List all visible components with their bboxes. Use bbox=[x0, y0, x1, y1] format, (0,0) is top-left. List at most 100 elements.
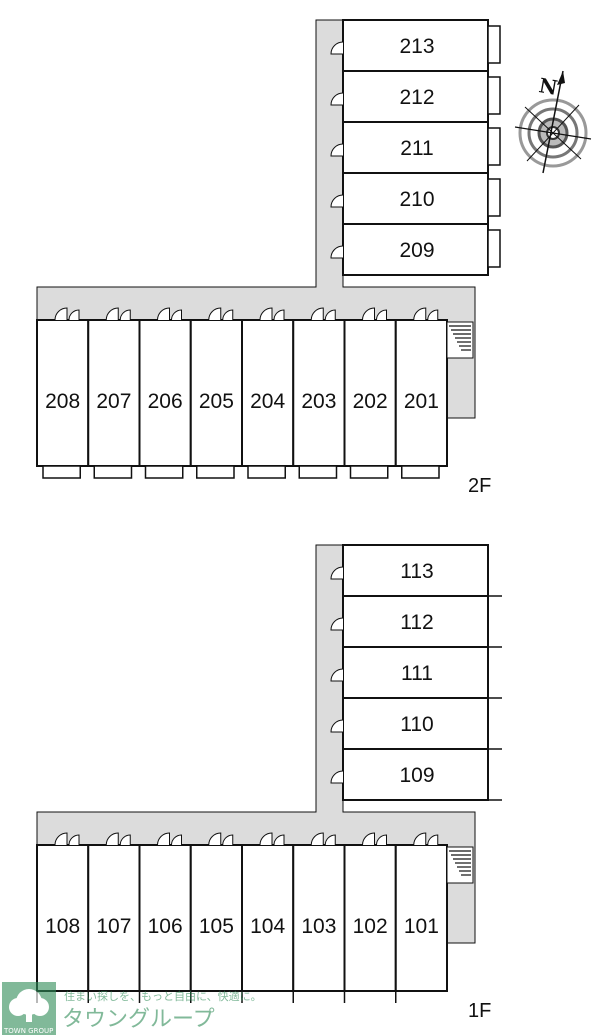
unit-102: 102 bbox=[343, 832, 397, 1003]
balcony bbox=[42, 465, 81, 479]
door-icon bbox=[273, 309, 285, 321]
door-icon bbox=[259, 832, 273, 846]
floor-1f: 113 112 111 110 109 108 107 106 105 104 103 102 101 1… bbox=[36, 544, 502, 1022]
unit-label: 209 bbox=[399, 239, 434, 262]
door-icon bbox=[273, 834, 285, 846]
balcony bbox=[93, 465, 133, 479]
unit-201: 201 bbox=[394, 307, 448, 479]
unit-label: 110 bbox=[400, 713, 433, 736]
unit-106: 106 bbox=[138, 832, 192, 1003]
door-icon bbox=[330, 566, 344, 580]
unit-label: 202 bbox=[353, 390, 388, 413]
north-label: N bbox=[537, 73, 559, 100]
unit-207: 207 bbox=[87, 307, 141, 479]
unit-label: 103 bbox=[301, 915, 336, 938]
unit-label: 211 bbox=[400, 137, 433, 160]
door-icon bbox=[330, 617, 344, 631]
floor-label: 1F bbox=[468, 1000, 491, 1022]
door-icon bbox=[324, 309, 336, 321]
unit-108: 108 bbox=[36, 832, 90, 1003]
tree-logo-icon bbox=[2, 982, 56, 1035]
unit-label: 108 bbox=[45, 915, 80, 938]
unit-label: 212 bbox=[399, 86, 434, 109]
unit-label: 106 bbox=[148, 915, 183, 938]
unit-208: 208 bbox=[36, 307, 90, 479]
unit-210: 210 bbox=[330, 172, 501, 225]
balcony bbox=[487, 76, 501, 115]
door-icon bbox=[362, 832, 375, 846]
unit-112: 112 bbox=[330, 595, 502, 648]
unit-202: 202 bbox=[343, 307, 397, 479]
door-icon bbox=[330, 194, 344, 208]
unit-109: 109 bbox=[330, 748, 502, 801]
balcony bbox=[247, 465, 286, 479]
door-icon bbox=[157, 307, 170, 321]
unit-101: 101 bbox=[394, 832, 448, 1003]
door-icon bbox=[330, 668, 344, 682]
unit-label: 113 bbox=[400, 560, 433, 583]
door-icon bbox=[157, 832, 170, 846]
door-icon bbox=[330, 143, 344, 157]
balcony bbox=[487, 127, 501, 166]
door-icon bbox=[324, 834, 336, 846]
watermark: TOWN GROUP 住まい探しを、もっと自由に、快適に。 タウングループ bbox=[2, 982, 262, 1035]
unit-103: 103 bbox=[292, 832, 346, 1003]
balcony bbox=[144, 465, 184, 479]
unit-113: 113 bbox=[330, 544, 502, 597]
unit-label: 112 bbox=[400, 611, 433, 634]
unit-203: 203 bbox=[292, 307, 346, 479]
door-icon bbox=[105, 307, 119, 321]
unit-label: 204 bbox=[250, 390, 285, 413]
balcony bbox=[487, 229, 501, 268]
unit-label: 213 bbox=[399, 35, 434, 58]
unit-label: 102 bbox=[353, 915, 388, 938]
stairs-icon bbox=[446, 846, 474, 884]
door-icon bbox=[413, 832, 427, 846]
balcony bbox=[487, 178, 501, 217]
unit-label: 206 bbox=[148, 390, 183, 413]
door-icon bbox=[54, 832, 68, 846]
logo-brand: タウングループ bbox=[62, 1007, 215, 1032]
door-icon bbox=[119, 834, 131, 846]
door-icon bbox=[413, 307, 427, 321]
unit-label: 109 bbox=[399, 764, 434, 787]
door-icon bbox=[310, 832, 324, 846]
unit-label: 104 bbox=[250, 915, 285, 938]
balcony bbox=[401, 465, 440, 479]
door-icon bbox=[105, 832, 119, 846]
unit-211: 211 bbox=[330, 121, 501, 174]
door-icon bbox=[208, 832, 222, 846]
door-icon bbox=[171, 834, 182, 846]
door-icon bbox=[330, 92, 344, 106]
door-icon bbox=[330, 245, 344, 259]
door-icon bbox=[54, 307, 68, 321]
door-icon bbox=[171, 309, 182, 321]
stairs-icon bbox=[446, 321, 474, 359]
door-icon bbox=[310, 307, 324, 321]
balcony bbox=[196, 465, 235, 479]
door-icon bbox=[376, 834, 387, 846]
unit-111: 111 bbox=[330, 646, 502, 699]
floor-label: 2F bbox=[468, 475, 491, 497]
unit-213: 213 bbox=[330, 19, 501, 72]
unit-104: 104 bbox=[241, 832, 295, 1003]
balcony bbox=[349, 465, 389, 479]
door-icon bbox=[68, 309, 80, 321]
door-icon bbox=[330, 41, 344, 55]
unit-110: 110 bbox=[330, 697, 502, 750]
door-icon bbox=[222, 309, 234, 321]
unit-label: 105 bbox=[199, 915, 234, 938]
unit-212: 212 bbox=[330, 70, 501, 123]
door-icon bbox=[68, 834, 80, 846]
door-icon bbox=[330, 770, 344, 784]
door-icon bbox=[376, 309, 387, 321]
unit-label: 107 bbox=[96, 915, 131, 938]
unit-label: 210 bbox=[399, 188, 434, 211]
logo-slogan: 住まい探しを、もっと自由に、快適に。 bbox=[64, 989, 262, 1003]
compass-rose-icon: N bbox=[514, 70, 592, 174]
unit-205: 205 bbox=[189, 307, 243, 479]
door-icon bbox=[222, 834, 234, 846]
